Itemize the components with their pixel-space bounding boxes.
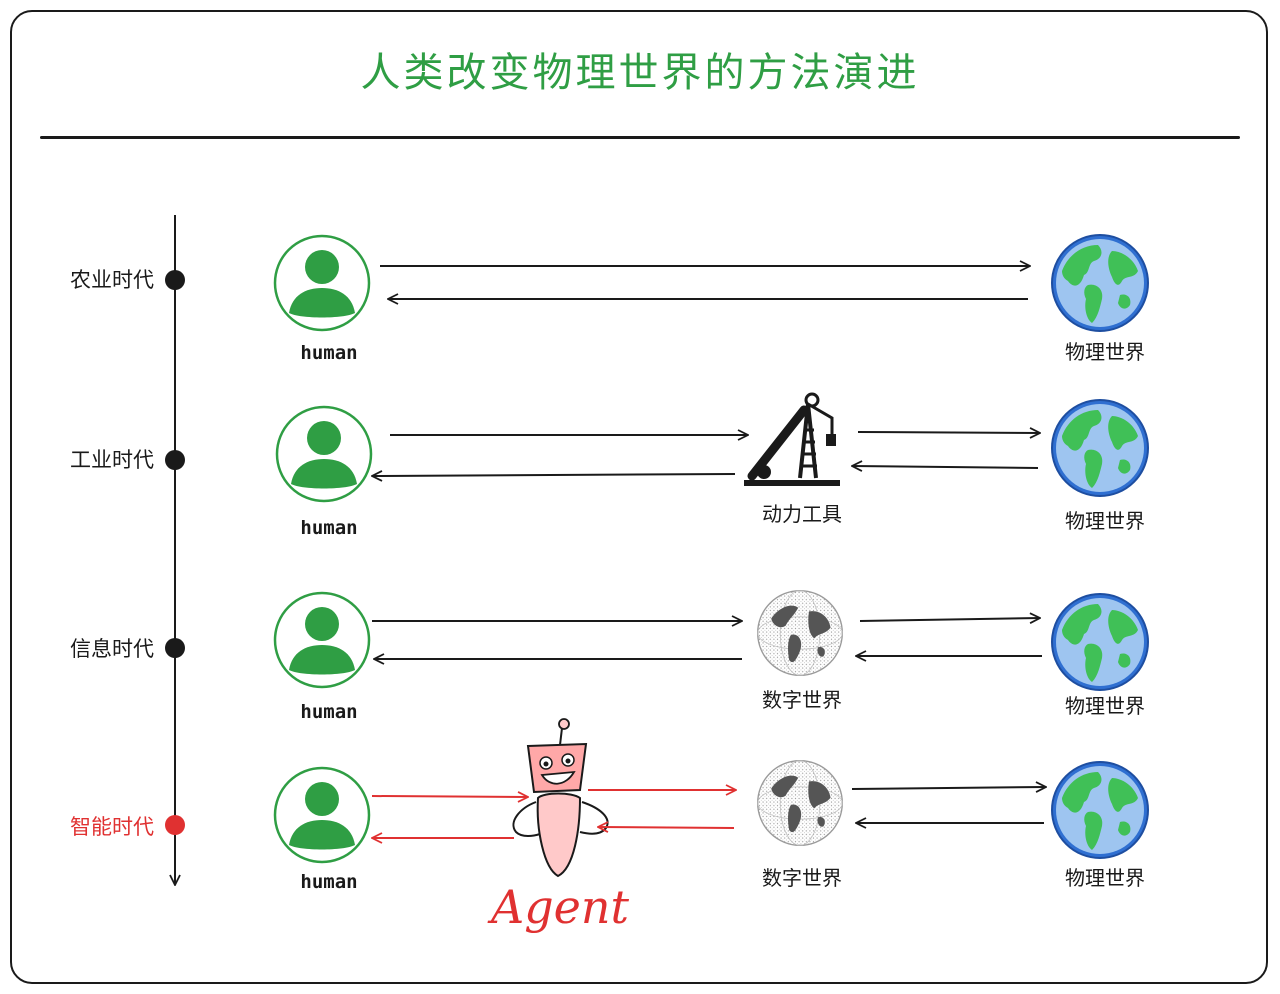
human-label: human [300,701,358,723]
diagram-title: 人类改变物理世界的方法演进 [360,50,920,96]
human-label: human [300,517,358,539]
physical-world-label: 物理世界 [1065,340,1145,364]
timeline-dot-agricultural [165,270,185,290]
person-icon [273,591,371,689]
earth-globe-icon [1051,234,1149,332]
timeline-dot-information [165,638,185,658]
arrow-world-to-tool [852,466,1039,468]
era-label-industrial: 工业时代 [70,448,154,472]
arrow-tool-to-world [857,432,1040,433]
oil-derrick-icon [744,394,840,486]
power-tools-label: 动力工具 [762,502,842,526]
wireframe-globe-icon [756,589,844,677]
era-label-intelligent: 智能时代 [70,815,154,839]
arrow-tool-to-human [372,474,736,476]
arrow-digital-to-world [859,618,1040,621]
arrow-digital-to-world [851,787,1046,789]
timeline-dot-industrial [165,450,185,470]
person-icon [275,405,373,503]
earth-globe-icon [1051,761,1149,859]
physical-world-label: 物理世界 [1065,866,1145,890]
agent-label: Agent [491,880,629,934]
earth-globe-icon [1051,593,1149,691]
digital-world-label: 数字世界 [762,866,842,890]
robot-icon [512,718,609,878]
title-divider [40,136,1240,139]
era-label-information: 信息时代 [70,637,154,661]
diagram-frame [10,10,1268,984]
earth-globe-icon [1051,399,1149,497]
timeline-dot-intelligent [165,815,185,835]
physical-world-label: 物理世界 [1065,509,1145,533]
person-icon [273,234,371,332]
arrow-human-to-agent [371,796,528,797]
human-label: human [300,342,358,364]
physical-world-label: 物理世界 [1065,694,1145,718]
wireframe-globe-icon [756,759,844,847]
digital-world-label: 数字世界 [762,688,842,712]
arrow-digital-to-agent [598,827,735,828]
human-label: human [300,871,358,893]
person-icon [273,766,371,864]
era-label-agricultural: 农业时代 [70,268,154,292]
